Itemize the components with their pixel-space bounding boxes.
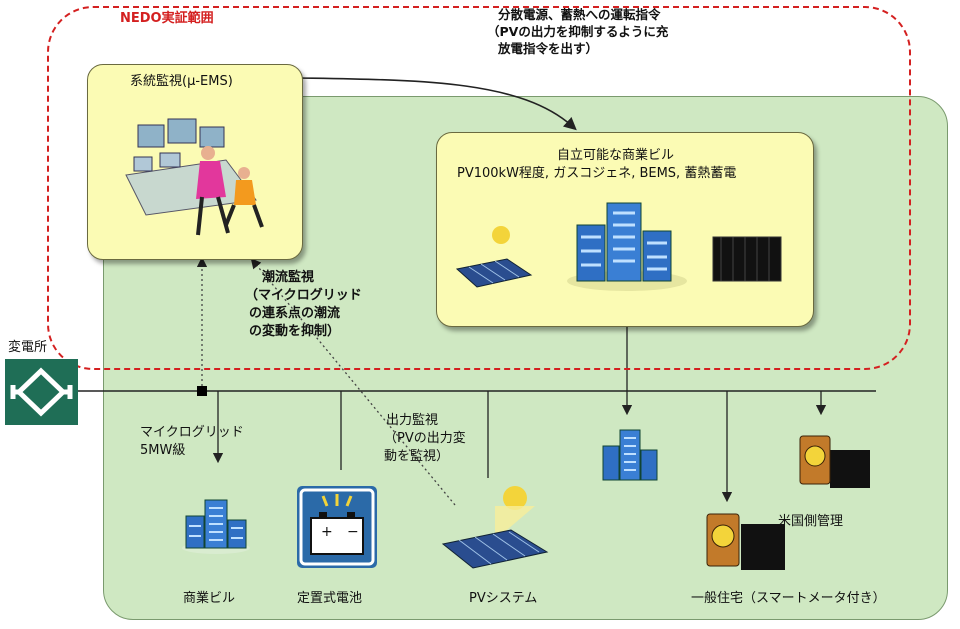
flow-monitor-text-1: 潮流監視 — [262, 270, 315, 285]
substation-icon — [5, 359, 78, 425]
ems-title: 系統監視(μ-EMS) — [130, 74, 233, 89]
battery-icon: + − — [297, 486, 377, 568]
house-icon — [830, 450, 870, 488]
junction-node — [197, 386, 207, 396]
stationary-battery-label: 定置式電池 — [297, 591, 363, 606]
self-sustaining-building-box: 自立可能な商業ビル PV100kW程度, ガスコジェネ, BEMS, 蓄熱蓄電 — [436, 132, 814, 327]
flow-monitor-text-3: の連系点の潮流 — [249, 306, 341, 321]
residential-label: 一般住宅（スマートメータ付き） — [691, 591, 886, 606]
operators-icon — [125, 118, 264, 236]
svg-text:+: + — [321, 524, 333, 540]
sun-icon — [492, 226, 510, 244]
nedo-scope-label: NEDO実証範囲 — [120, 11, 214, 26]
smart-meter-icon — [799, 435, 870, 488]
flow-monitor-text-2: （マイクログリッド — [245, 288, 362, 303]
microgrid-label-2: 5MW級 — [140, 443, 186, 458]
commercial-subtitle: PV100kW程度, ガスコジェネ, BEMS, 蓄熱蓄電 — [457, 166, 737, 181]
output-monitor-text-3: 動を監視） — [384, 449, 450, 464]
output-monitor-text-2: （PVの出力変 — [384, 431, 466, 446]
flow-monitor-text-4: の変動を抑制） — [249, 324, 341, 339]
output-monitor-text-1: 出力監視 — [386, 413, 439, 428]
dispatch-text-2: （PVの出力を抑制するように充 — [487, 24, 669, 39]
us-side-management-label: 米国側管理 — [778, 514, 844, 529]
building-icon — [602, 429, 658, 481]
microgrid-label-1: マイクログリッド — [140, 425, 244, 440]
house-icon — [741, 524, 785, 570]
building-icon — [567, 202, 687, 291]
storage-unit-icon — [712, 236, 782, 282]
ems-box: 系統監視(μ-EMS) — [87, 64, 303, 260]
smart-meter-icon — [706, 513, 785, 570]
pv-system-label: PVシステム — [469, 591, 538, 606]
dispatch-text-1: 分散電源、蓄熱への運転指令 — [498, 7, 661, 22]
svg-text:−: − — [347, 524, 359, 540]
commercial-building-label: 商業ビル — [183, 591, 236, 606]
substation-label: 変電所 — [8, 340, 48, 355]
dispatch-arrow — [299, 77, 577, 131]
sun-icon — [503, 486, 527, 510]
pv-panel-icon — [455, 226, 533, 288]
pv-panel-icon — [441, 486, 549, 569]
dispatch-text-3: 放電指令を出す） — [498, 41, 599, 56]
commercial-title: 自立可能な商業ビル — [557, 148, 675, 163]
nedo-scope-boundary — [47, 6, 911, 370]
building-icon — [182, 499, 250, 554]
